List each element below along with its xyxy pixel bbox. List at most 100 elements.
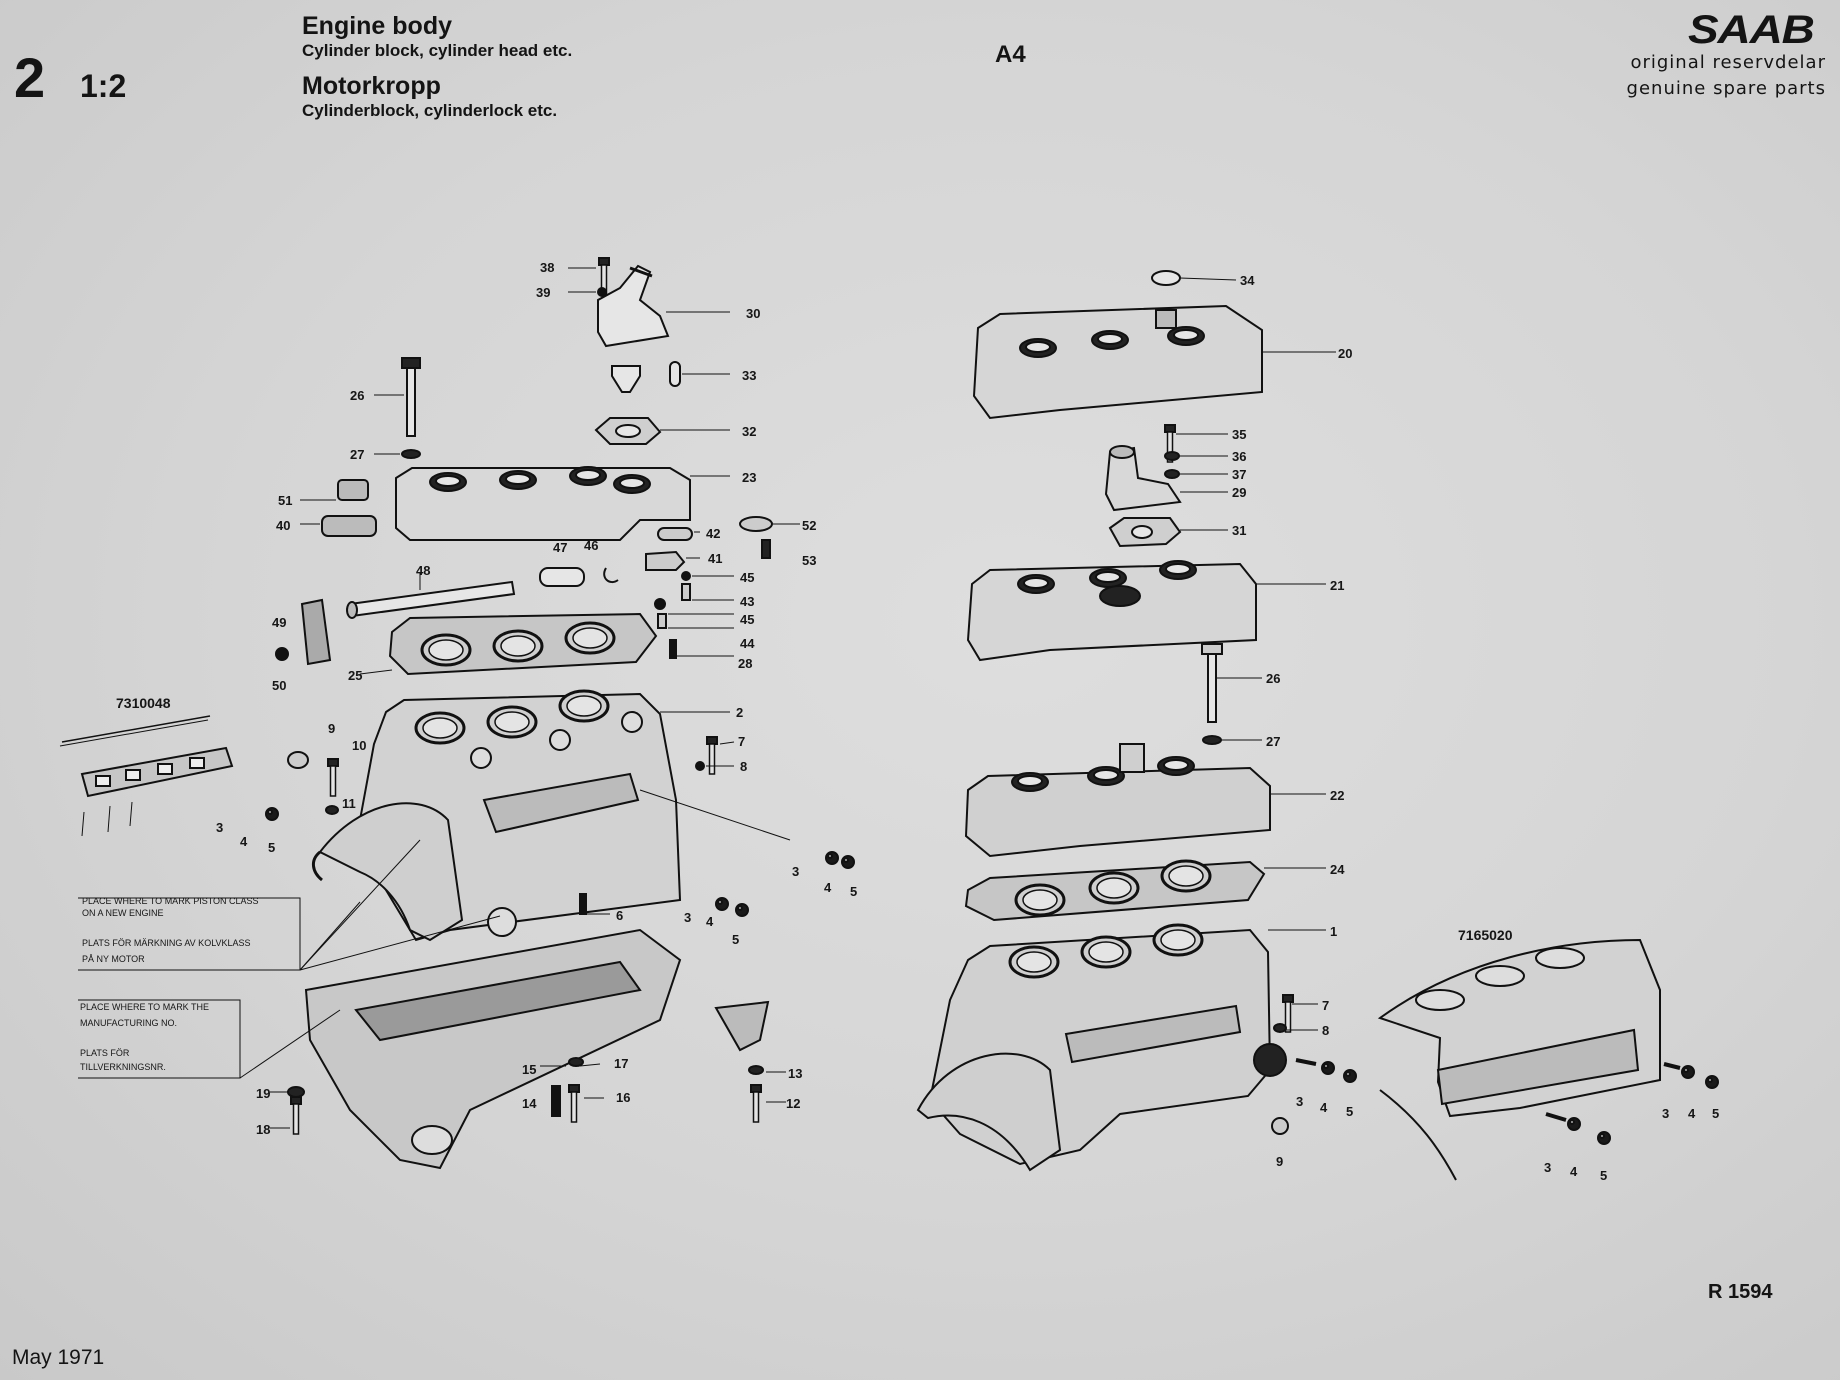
callout-label: 41 — [708, 551, 722, 566]
callout-label: 9 — [1276, 1154, 1283, 1169]
callout-label: 23 — [742, 470, 756, 485]
note-mfg-no-sv-2: TILLVERKNINGSNR. — [80, 1062, 166, 1072]
callout-label: 26 — [1266, 671, 1280, 686]
callout-label: 30 — [746, 306, 760, 321]
callout-label: 1 — [1330, 924, 1337, 939]
note-piston-class-en-2: ON A NEW ENGINE — [82, 908, 164, 918]
callout-label: 42 — [706, 526, 720, 541]
callout-label: 24 — [1330, 862, 1345, 877]
note-piston-class-sv-2: PÅ NY MOTOR — [82, 954, 145, 964]
reference-number: R 1594 — [1708, 1281, 1773, 1303]
part-number-7165020: 7165020 — [1458, 927, 1513, 943]
callout-label: 5 — [1600, 1168, 1607, 1183]
callout-label: 4 — [240, 834, 248, 849]
callout-label: 48 — [416, 563, 430, 578]
note-piston-class-sv-1: PLATS FÖR MÄRKNING AV KOLVKLASS — [82, 938, 251, 948]
callout-label: 12 — [786, 1096, 800, 1111]
callout-label: 45 — [740, 612, 754, 627]
callout-label: 29 — [1232, 485, 1246, 500]
callout-label: 15 — [522, 1062, 536, 1077]
callout-label: 31 — [1232, 523, 1246, 538]
callout-label: 3 — [684, 910, 691, 925]
note-piston-class-en-1: PLACE WHERE TO MARK PISTON CLASS — [82, 896, 259, 906]
callout-label: 4 — [1320, 1100, 1328, 1115]
callout-label: 5 — [850, 884, 857, 899]
part-number-7310048: 7310048 — [116, 695, 171, 711]
callout-label: 53 — [802, 553, 816, 568]
callout-label: 8 — [1322, 1023, 1329, 1038]
callout-label: 8 — [740, 759, 747, 774]
callout-label: 18 — [256, 1122, 270, 1137]
callout-label: 3 — [1662, 1106, 1669, 1121]
callout-label: 5 — [1712, 1106, 1719, 1121]
tagline-en: genuine spare parts — [1626, 78, 1826, 99]
subtitle-en: Cylinder block, cylinder head etc. — [302, 41, 573, 60]
callout-label: 36 — [1232, 449, 1246, 464]
callout-label: 3 — [216, 820, 223, 835]
callout-label: 3 — [792, 864, 799, 879]
note-mfg-no-en-2: MANUFACTURING NO. — [80, 1018, 177, 1028]
callout-label: 5 — [1346, 1104, 1353, 1119]
callout-label: 33 — [742, 368, 756, 383]
callout-label: 46 — [584, 538, 598, 553]
callout-label: 52 — [802, 518, 816, 533]
callout-label: 9 — [328, 721, 335, 736]
callout-label: 44 — [740, 636, 755, 651]
callout-label: 35 — [1232, 427, 1246, 442]
issue-date: May 1971 — [12, 1346, 105, 1369]
callout-label: 3 — [1296, 1094, 1303, 1109]
saab-logo: SAAB — [1688, 8, 1815, 52]
callout-label: 26 — [350, 388, 364, 403]
callout-label: 51 — [278, 493, 292, 508]
callout-label: 10 — [352, 738, 366, 753]
callout-label: 40 — [276, 518, 290, 533]
callout-label: 45 — [740, 570, 754, 585]
callout-label: 28 — [738, 656, 752, 671]
callout-label: 5 — [268, 840, 275, 855]
note-mfg-no-sv-1: PLATS FÖR — [80, 1048, 130, 1058]
callout-label: 14 — [522, 1096, 537, 1111]
callout-label: 4 — [824, 880, 832, 895]
callout-label: 47 — [553, 540, 567, 555]
callout-label: 50 — [272, 678, 286, 693]
callout-label: 37 — [1232, 467, 1246, 482]
callout-label: 32 — [742, 424, 756, 439]
callout-label: 20 — [1338, 346, 1352, 361]
callout-label: 4 — [706, 914, 714, 929]
callout-label: 2 — [736, 705, 743, 720]
callout-label: 4 — [1688, 1106, 1696, 1121]
right-exploded-view — [916, 270, 1719, 1181]
callout-label: 6 — [616, 908, 623, 923]
section-number: 2 — [14, 46, 46, 109]
callout-label: 11 — [342, 796, 356, 811]
callout-label: 39 — [536, 285, 550, 300]
callout-label: 5 — [732, 932, 739, 947]
callout-label: 27 — [1266, 734, 1280, 749]
callout-label: 13 — [788, 1066, 802, 1081]
callout-label: 27 — [350, 447, 364, 462]
callout-label: 21 — [1330, 578, 1344, 593]
tagline-sv: original reservdelar — [1630, 52, 1826, 73]
callout-label: 7 — [738, 734, 745, 749]
callout-label: 43 — [740, 594, 754, 609]
callout-label: 3 — [1544, 1160, 1551, 1175]
callout-label: 17 — [614, 1056, 628, 1071]
title-en: Engine body — [302, 12, 452, 40]
title-sv: Motorkropp — [302, 72, 441, 100]
note-labels: PLACE WHERE TO MARK PISTON CLASS ON A NE… — [80, 896, 259, 1072]
callout-label: 25 — [348, 668, 362, 683]
callout-label: 4 — [1570, 1164, 1578, 1179]
scale-label: 1:2 — [80, 68, 127, 104]
callout-label: 7 — [1322, 998, 1329, 1013]
page-code: A4 — [995, 41, 1026, 68]
callout-label: 16 — [616, 1090, 630, 1105]
part-number-labels: 7310048 7165020 — [116, 695, 1513, 943]
callout-label: 19 — [256, 1086, 270, 1101]
callout-label: 22 — [1330, 788, 1344, 803]
callout-label: 38 — [540, 260, 554, 275]
note-mfg-no-en-1: PLACE WHERE TO MARK THE — [80, 1002, 209, 1012]
